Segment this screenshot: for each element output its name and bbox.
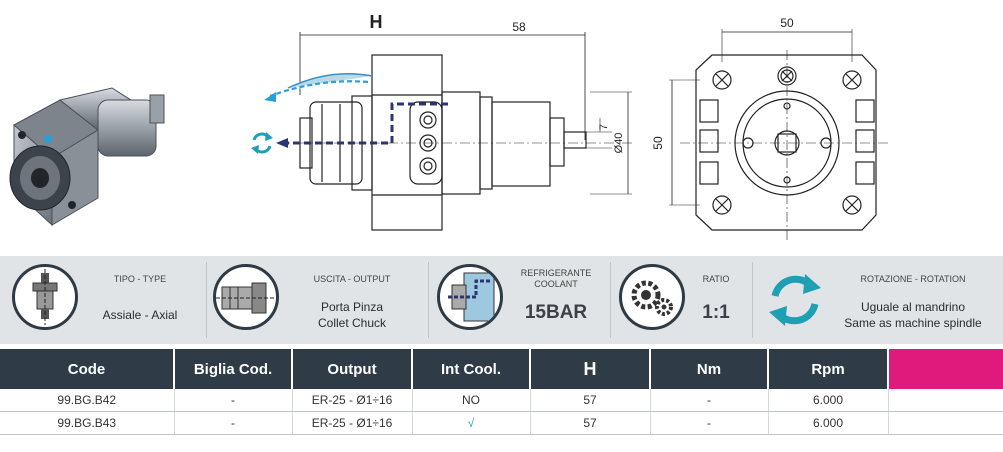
dim-50-side-label: 50 <box>651 136 665 150</box>
spec-ratio: RATIO 1:1 <box>611 256 751 344</box>
spec-output-value-1: Porta Pinza <box>320 300 384 314</box>
header-code: Code <box>0 349 175 389</box>
front-view-drawing <box>669 29 890 240</box>
spec-ratio-value: 1:1 <box>702 302 730 323</box>
table-row: 99.BG.B43 - ER-25 - Ø1÷16 √ 57 - 6.000 <box>0 411 1003 435</box>
spec-rotation-value-1: Uguale al mandrino <box>860 300 966 314</box>
header-biglia: Biglia Cod. <box>174 349 293 389</box>
cell-nm: - <box>650 389 769 412</box>
spec-coolant-label-2: COOLANT <box>534 279 578 289</box>
table-row: 99.BG.B42 - ER-25 - Ø1÷16 NO 57 - 6.000 <box>0 389 1003 412</box>
spec-type: TIPO - TYPE Assiale - Axial <box>0 256 205 344</box>
cell-output: ER-25 - Ø1÷16 <box>292 389 413 412</box>
technical-drawings: H 58 7 Ø40 50 50 <box>9 12 890 240</box>
cell-h: 57 <box>530 411 651 435</box>
dim-7-label: 7 <box>598 124 610 130</box>
gears-icon <box>619 264 685 330</box>
collet-chuck-icon <box>213 264 279 330</box>
side-view-drawing <box>264 32 635 231</box>
internal-coolant-icon <box>437 264 503 330</box>
cell-output: ER-25 - Ø1÷16 <box>292 411 413 435</box>
spec-rotation-label: ROTAZIONE - ROTATION <box>860 274 966 284</box>
axial-tool-icon <box>12 264 78 330</box>
header-accent <box>888 349 1003 389</box>
spec-rotation: ROTAZIONE - ROTATION Uguale al mandrino … <box>753 256 1003 344</box>
spec-type-value: Assiale - Axial <box>102 308 178 322</box>
spec-divider <box>428 262 429 338</box>
rotation-icon <box>769 274 821 326</box>
cell-nm: - <box>650 411 769 435</box>
product-table: Code Biglia Cod. Output Int Cool. H Nm R… <box>0 349 1003 435</box>
cell-int-cool: NO <box>412 389 531 412</box>
spec-type-label: TIPO - TYPE <box>113 274 167 284</box>
spec-coolant-label-1: REFRIGERANTE <box>520 268 592 278</box>
spec-coolant-value: 15BAR <box>524 302 588 323</box>
cell-code: 99.BG.B43 <box>0 411 175 435</box>
spec-divider <box>206 262 207 338</box>
dim-d40-label: Ø40 <box>613 133 625 154</box>
cell-rpm: 6.000 <box>768 389 889 412</box>
header-output: Output <box>292 349 413 389</box>
spec-output: USCITA - OUTPUT Porta Pinza Collet Chuck <box>207 256 427 344</box>
spec-ratio-label: RATIO <box>702 274 730 284</box>
spec-coolant: REFRIGERANTE COOLANT 15BAR <box>429 256 609 344</box>
dim-58-label: 58 <box>512 20 526 34</box>
cell-code: 99.BG.B42 <box>0 389 175 412</box>
cell-biglia: - <box>174 389 293 412</box>
rotation-arrow-icon <box>251 132 273 154</box>
cell-h: 57 <box>530 389 651 412</box>
spec-bar: TIPO - TYPE Assiale - Axial USCITA - OUT… <box>0 256 1003 344</box>
cell-rpm: 6.000 <box>768 411 889 435</box>
cell-accent <box>888 411 1003 435</box>
table-header-row: Code Biglia Cod. Output Int Cool. H Nm R… <box>0 349 1003 389</box>
spec-divider <box>610 262 611 338</box>
product-render <box>9 87 165 227</box>
spec-rotation-value-2: Same as machine spindle <box>844 316 982 330</box>
cell-int-cool: √ <box>412 411 531 435</box>
dim-50-top-label: 50 <box>780 16 794 30</box>
cell-biglia: - <box>174 411 293 435</box>
spec-output-label: USCITA - OUTPUT <box>313 274 391 284</box>
spec-output-value-2: Collet Chuck <box>317 316 387 330</box>
cell-accent <box>888 389 1003 412</box>
header-h: H <box>530 349 651 389</box>
drawing-canvas: H 58 7 Ø40 50 50 <box>9 12 890 240</box>
dim-h-label: H <box>370 12 383 32</box>
spec-divider <box>752 262 753 338</box>
header-nm: Nm <box>650 349 769 389</box>
header-rpm: Rpm <box>768 349 889 389</box>
header-int-cool: Int Cool. <box>412 349 531 389</box>
